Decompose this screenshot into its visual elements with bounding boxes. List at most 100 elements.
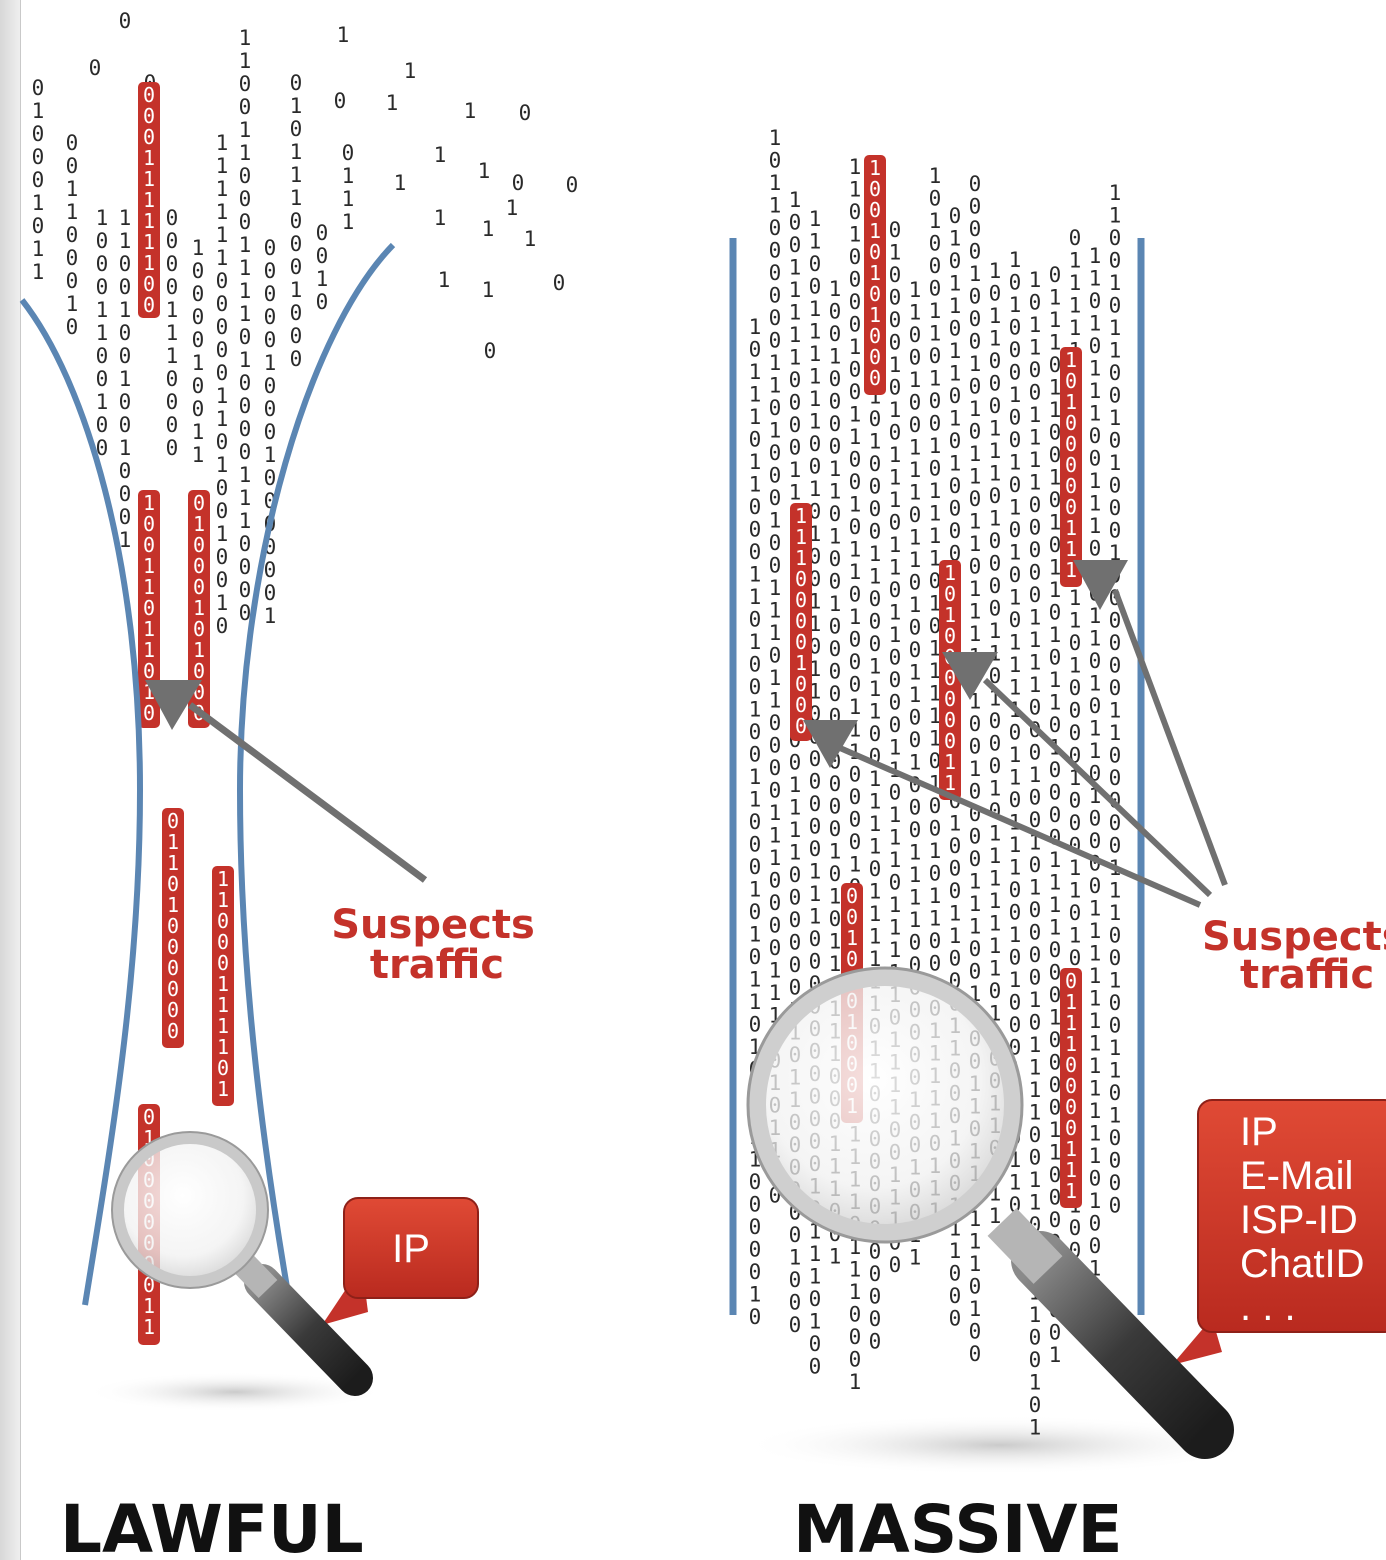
- binary-digit: 0: [829, 435, 842, 459]
- binary-digit: 0: [1109, 429, 1122, 453]
- binary-digit: 0: [119, 275, 132, 299]
- binary-digit: 1: [829, 885, 842, 909]
- binary-digit: 0: [809, 837, 822, 861]
- binary-digit: 0: [1049, 781, 1062, 805]
- binary-digit: 0: [1069, 721, 1082, 745]
- binary-digit: 0: [264, 420, 277, 444]
- binary-digit: 0: [789, 368, 802, 392]
- binary-digit: 0: [969, 240, 982, 264]
- binary-digit: 0: [1109, 811, 1122, 835]
- binary-digit: 0: [1089, 334, 1102, 358]
- binary-digit: 1: [1109, 1104, 1122, 1128]
- binary-digit: 0: [1109, 676, 1122, 700]
- binary-digit: 1: [949, 339, 962, 363]
- massive-title: MASSIVE: [793, 1491, 1123, 1560]
- binary-digit: 0: [1009, 316, 1022, 340]
- binary-digit: 0: [239, 417, 252, 441]
- binary-digit: 0: [1109, 924, 1122, 948]
- binary-digit: 0: [553, 271, 566, 295]
- binary-digit: 0: [949, 204, 962, 228]
- binary-digit: 0: [969, 375, 982, 399]
- binary-digit: 1: [239, 256, 252, 280]
- binary-digit: 0: [1109, 519, 1122, 543]
- binary-digit: 0: [1109, 384, 1122, 408]
- binary-digit: 1: [829, 480, 842, 504]
- binary-digit: 0: [1049, 1321, 1062, 1345]
- binary-digit: 1: [869, 430, 882, 454]
- suspect-traffic-column: [138, 82, 160, 318]
- binary-digit: 0: [96, 413, 109, 437]
- binary-digit: 0: [809, 950, 822, 974]
- binary-digit: 1: [1029, 471, 1042, 495]
- binary-digit: 0: [216, 338, 229, 362]
- binary-digit: 1: [1009, 676, 1022, 700]
- binary-digit: 0: [1109, 1126, 1122, 1150]
- binary-digit: 0: [809, 747, 822, 771]
- binary-digit: 1: [889, 916, 902, 940]
- binary-digit: 1: [889, 938, 902, 962]
- binary-digit: 0: [32, 122, 45, 146]
- binary-digit: 0: [66, 246, 79, 270]
- binary-digit: 0: [869, 345, 881, 369]
- binary-digit: 0: [869, 1285, 882, 1309]
- binary-digit: 0: [849, 515, 862, 539]
- binary-digit: 1: [749, 630, 762, 654]
- binary-digit: 0: [119, 344, 132, 368]
- binary-digit: 1: [524, 227, 537, 251]
- binary-digit: 1: [909, 908, 922, 932]
- binary-digit: 1: [829, 457, 842, 481]
- binary-digit: 1: [1009, 653, 1022, 677]
- binary-digit: 0: [1089, 694, 1102, 718]
- binary-digit: 1: [869, 677, 882, 701]
- binary-digit: 1: [889, 736, 902, 760]
- binary-digit: 0: [849, 200, 862, 224]
- binary-digit: 1: [1109, 181, 1122, 205]
- binary-digit: 1: [1029, 426, 1042, 450]
- binary-digit: 1: [216, 522, 229, 546]
- binary-digit: 0: [316, 221, 329, 245]
- binary-digit: 1: [434, 206, 447, 230]
- binary-digit: 0: [1009, 878, 1022, 902]
- binary-digit: 1: [1009, 541, 1022, 565]
- binary-digit: 1: [1065, 348, 1077, 372]
- binary-digit: 1: [119, 436, 132, 460]
- binary-digit: 1: [1089, 469, 1102, 493]
- binary-digit: 1: [1069, 924, 1082, 948]
- binary-digit: 1: [217, 1035, 229, 1059]
- binary-digit: 1: [829, 345, 842, 369]
- binary-digit: 0: [749, 675, 762, 699]
- binary-digit: 0: [143, 1105, 155, 1129]
- binary-digit: 1: [869, 219, 881, 243]
- binary-digit: 1: [192, 420, 205, 444]
- binary-digit: 1: [1049, 556, 1062, 580]
- binary-digit: 0: [290, 347, 303, 371]
- binary-digit: 1: [1049, 286, 1062, 310]
- binary-digit: 1: [1049, 848, 1062, 872]
- binary-digit: 0: [217, 1056, 229, 1080]
- binary-digit: 1: [849, 155, 862, 179]
- binary-digit: 0: [749, 540, 762, 564]
- binary-digit: 1: [809, 905, 822, 929]
- binary-digit: 0: [829, 660, 842, 684]
- binary-digit: 1: [216, 177, 229, 201]
- binary-digit: 0: [849, 448, 862, 472]
- binary-digit: 0: [949, 1262, 962, 1286]
- binary-digit: 1: [1089, 312, 1102, 336]
- binary-digit: 1: [119, 367, 132, 391]
- binary-digit: 1: [849, 223, 862, 247]
- binary-digit: 0: [969, 825, 982, 849]
- binary-digit: 1: [909, 1246, 922, 1270]
- binary-digit: 0: [1049, 1028, 1062, 1052]
- binary-digit: 1: [949, 362, 962, 386]
- binary-digit: 0: [789, 908, 802, 932]
- binary-digit: 1: [949, 407, 962, 431]
- binary-digit: 0: [789, 751, 802, 775]
- binary-digit: 1: [944, 771, 956, 795]
- binary-digit: 0: [949, 857, 962, 881]
- binary-digit: 1: [795, 546, 807, 570]
- binary-digit: 1: [404, 59, 417, 83]
- binary-digit: 0: [889, 286, 902, 310]
- binary-digit: 0: [929, 187, 942, 211]
- binary-digit: 1: [217, 867, 229, 891]
- binary-digit: 0: [334, 89, 347, 113]
